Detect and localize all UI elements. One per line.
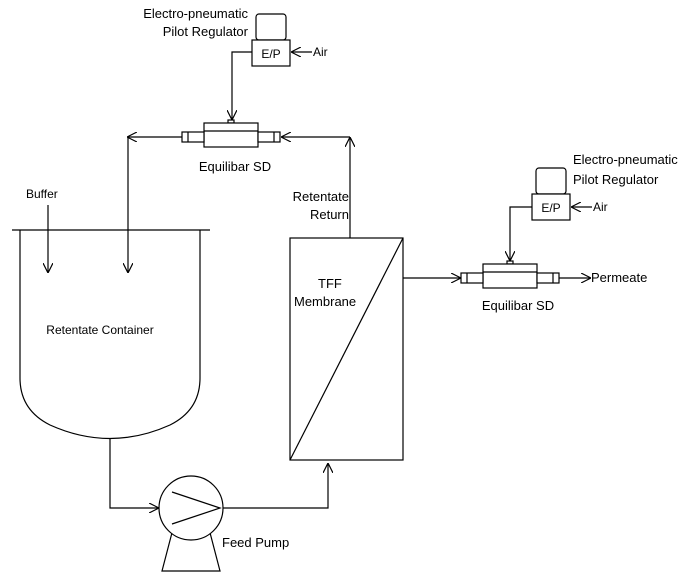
ep-right-label: E/P bbox=[541, 201, 560, 215]
feed-pump bbox=[158, 475, 224, 572]
ep-regulator-top-title-line1: Electro-pneumatic bbox=[143, 6, 248, 21]
equilibar-top-inlet bbox=[181, 131, 205, 143]
ep-regulator-right-title-line2: Pilot Regulator bbox=[573, 172, 659, 187]
buffer-label: Buffer bbox=[26, 187, 58, 201]
pilot-line-right bbox=[510, 206, 532, 260]
retentate-return-label-line1: Retentate bbox=[293, 189, 349, 204]
tff-membrane bbox=[289, 237, 404, 461]
tff-label-line2: Membrane bbox=[294, 294, 356, 309]
ep-regulator-top-title-line2: Pilot Regulator bbox=[163, 24, 249, 39]
container-to-pump-line bbox=[109, 438, 158, 508]
ep-regulator-right-title-line1: Electro-pneumatic bbox=[573, 152, 678, 167]
equilibar-top-outlet bbox=[257, 131, 281, 143]
equilibar-sd-top bbox=[181, 119, 281, 148]
ep-regulator-top-ep-box bbox=[251, 39, 291, 67]
retentate-container-label: Retentate Container bbox=[46, 323, 153, 337]
pilot-line-top bbox=[232, 51, 252, 119]
equilibar-right-outlet bbox=[536, 272, 560, 284]
pump-to-tff-line bbox=[223, 464, 328, 509]
ep-regulator-right: E/P bbox=[531, 167, 571, 221]
air-right-label: Air bbox=[593, 200, 608, 214]
equilibar-right-inlet bbox=[460, 272, 484, 284]
retentate-return-label-line2: Return bbox=[310, 207, 349, 222]
feed-pump-casing bbox=[158, 475, 224, 541]
ep-regulator-top-body bbox=[255, 13, 287, 41]
equilibar-top-label: Equilibar SD bbox=[199, 159, 271, 174]
equilibar-right-label: Equilibar SD bbox=[482, 298, 554, 313]
ep-regulator-right-body bbox=[535, 167, 567, 195]
ep-regulator-top: E/P bbox=[251, 13, 291, 67]
equilibar-right-body bbox=[482, 263, 538, 289]
feed-pump-label: Feed Pump bbox=[222, 535, 289, 550]
ep-top-label: E/P bbox=[261, 47, 280, 61]
air-top-label: Air bbox=[313, 45, 328, 59]
equilibar-sd-right bbox=[460, 260, 560, 289]
permeate-label: Permeate bbox=[591, 270, 647, 285]
equilibar-top-body bbox=[203, 122, 259, 148]
tff-membrane-divider bbox=[289, 237, 404, 461]
tff-label-line1: TFF bbox=[318, 276, 342, 291]
feed-pump-impeller bbox=[171, 491, 222, 525]
